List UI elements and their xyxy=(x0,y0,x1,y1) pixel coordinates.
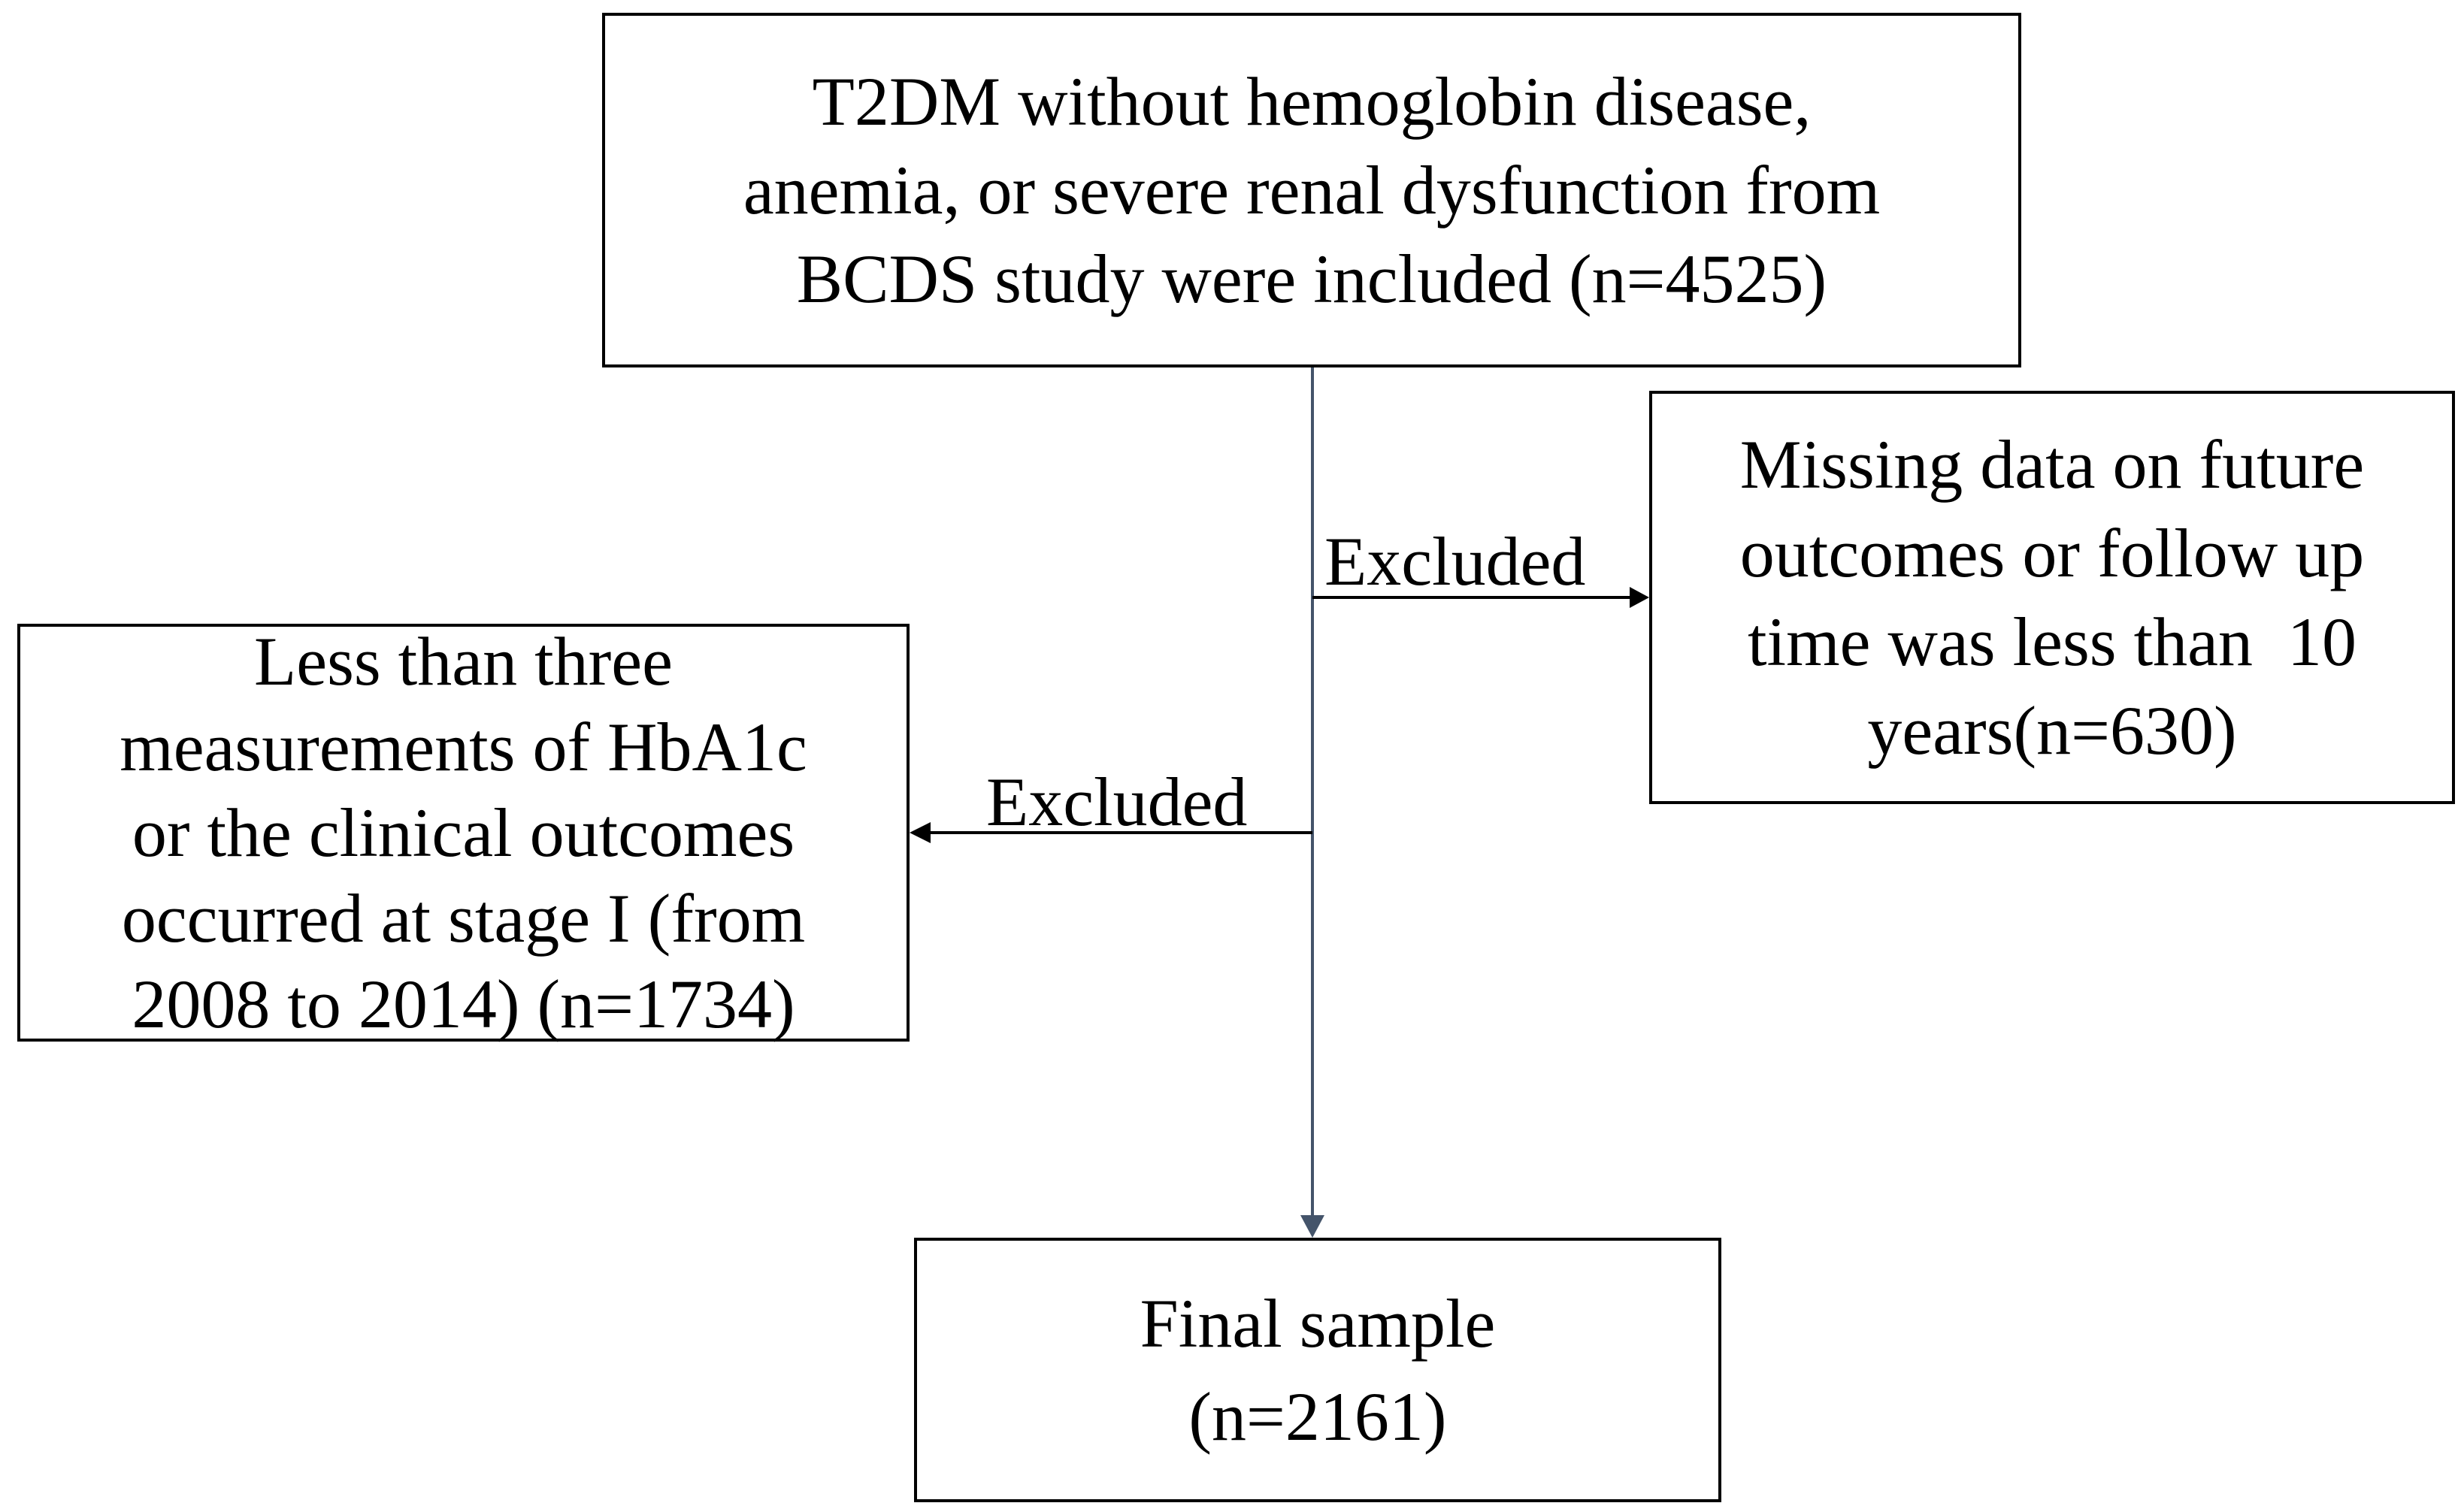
excluded-hba1c-line-1: Less than three xyxy=(254,623,673,700)
excluded-left-label: Excluded xyxy=(986,764,1248,840)
enrolled-line-3: BCDS study were included (n=4525) xyxy=(796,240,1827,317)
excluded-hba1c-line-3: or the clinical outcomes xyxy=(132,794,795,871)
final-sample-line-1: Final sample xyxy=(1140,1285,1496,1362)
enrolled-line-2: anemia, or severe renal dysfunction from xyxy=(743,152,1881,228)
enrolled-line-1: T2DM without hemoglobin disease, xyxy=(812,63,1812,140)
excluded-followup-box: Missing data on future outcomes or follo… xyxy=(1649,391,2455,804)
excluded-followup-line-1: Missing data on future xyxy=(1739,426,2365,503)
excluded-hba1c-line-2: measurements of HbA1c xyxy=(120,709,807,785)
excluded-followup-line-4: years(n=630) xyxy=(1867,692,2237,769)
final-sample-line-2: (n=2161) xyxy=(1188,1378,1447,1455)
excluded-followup-line-2: outcomes or follow up xyxy=(1739,515,2365,591)
excluded-hba1c-box: Less than three measurements of HbA1c or… xyxy=(17,623,910,1042)
excluded-hba1c-line-5: 2008 to 2014) (n=1734) xyxy=(132,966,795,1042)
excluded-followup-line-3: time was less than 10 xyxy=(1748,603,2357,680)
main-flow-arrowhead xyxy=(1300,1215,1324,1238)
excluded-left-arrowhead xyxy=(910,822,931,843)
final-sample-box: Final sample (n=2161) xyxy=(914,1238,1721,1502)
excluded-right-label: Excluded xyxy=(1324,523,1586,600)
excluded-right-arrowhead xyxy=(1630,587,1649,608)
enrolled-box: T2DM without hemoglobin disease, anemia,… xyxy=(602,13,2021,367)
excluded-hba1c-line-4: occurred at stage I (from xyxy=(121,880,806,957)
